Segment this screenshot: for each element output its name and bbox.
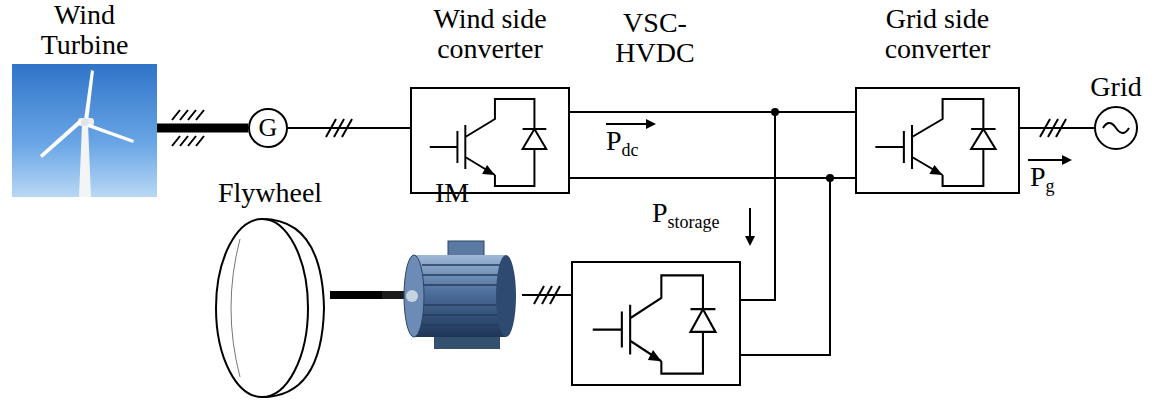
junction-dot bbox=[771, 108, 779, 116]
node-label: Grid bbox=[1090, 72, 1141, 102]
power-subscript: dc bbox=[622, 140, 639, 160]
turbine-picture bbox=[12, 64, 157, 197]
node-label: Wind Turbine bbox=[12, 0, 157, 60]
grid-source: Grid bbox=[1094, 72, 1138, 150]
igbt-symbol bbox=[857, 89, 1018, 192]
converter-outline bbox=[410, 87, 570, 194]
junction-dot bbox=[826, 174, 834, 182]
wind-turbine: Wind Turbine bbox=[12, 0, 157, 197]
power-line bbox=[288, 127, 410, 129]
motor-wire bbox=[522, 294, 572, 296]
ac-source-circle bbox=[1094, 106, 1138, 150]
generator-circle: G bbox=[248, 108, 288, 148]
storage-igbt-symbol bbox=[593, 275, 716, 373]
storage-converter-box bbox=[572, 262, 740, 385]
power-subscript: storage bbox=[668, 212, 720, 232]
power-label: Pdc bbox=[606, 126, 639, 159]
power-line bbox=[1020, 127, 1094, 129]
power-label: VSC-HVDC bbox=[600, 8, 710, 68]
flywheel: Flywheel bbox=[210, 178, 330, 400]
node-label: G bbox=[259, 113, 278, 143]
node-label: IM bbox=[382, 178, 522, 208]
converter-box: Grid side converter bbox=[855, 4, 1020, 194]
power-label: Pg bbox=[1030, 162, 1055, 195]
power-subscript: g bbox=[1046, 176, 1055, 196]
motor-picture bbox=[382, 235, 522, 355]
converter-box: Wind side converter bbox=[410, 4, 570, 194]
storage-wire bbox=[740, 112, 830, 355]
node-label: Flywheel bbox=[210, 178, 330, 208]
shaft-line bbox=[157, 124, 248, 133]
flywheel-disc bbox=[210, 216, 330, 400]
induction-motor: IM bbox=[382, 178, 522, 355]
power-symbol: P bbox=[652, 197, 668, 228]
shaft-line bbox=[330, 291, 382, 299]
power-symbol: P bbox=[606, 125, 622, 156]
node-label: Wind side converter bbox=[410, 4, 570, 64]
link-label: VSC-HVDC bbox=[600, 8, 710, 68]
shaft-hatch bbox=[172, 110, 204, 146]
converter-outline bbox=[855, 87, 1020, 194]
power-symbol: P bbox=[1030, 161, 1046, 192]
node-label: Grid side converter bbox=[855, 4, 1020, 64]
power-line bbox=[570, 112, 855, 178]
power-label: Pstorage bbox=[652, 198, 720, 231]
igbt-symbol bbox=[412, 89, 568, 192]
